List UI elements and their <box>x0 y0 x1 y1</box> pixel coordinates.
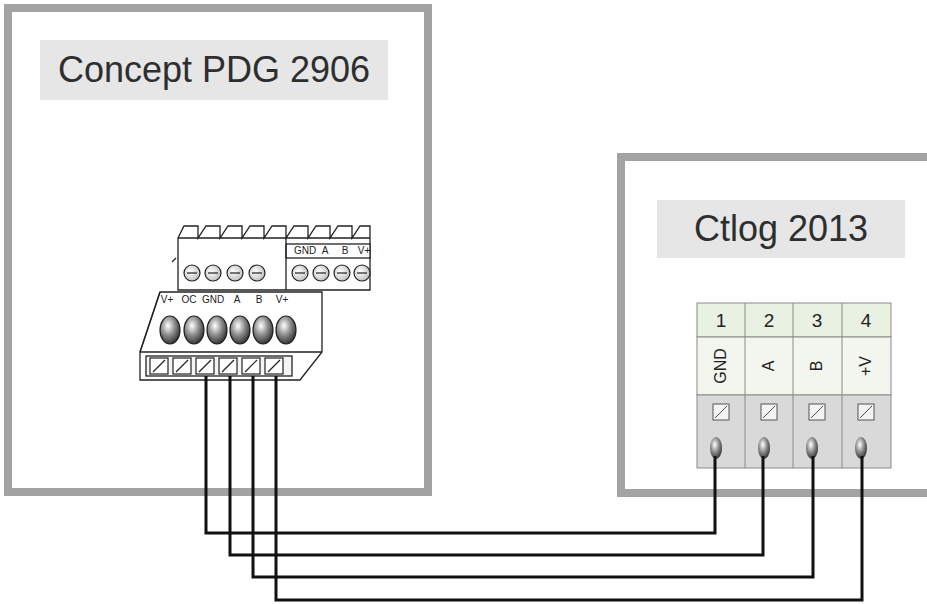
clamp-slot <box>196 358 214 374</box>
pin-label: B <box>256 295 263 305</box>
clamp-stroke <box>222 360 234 372</box>
clamp-slot <box>173 358 191 374</box>
terminal-screw <box>713 404 729 420</box>
pin-label: GND <box>202 295 224 305</box>
clamp-slot <box>219 358 237 374</box>
wire-stub <box>715 456 862 494</box>
device-title: Concept PDG 2906 <box>40 40 388 100</box>
wire-entry <box>160 316 180 344</box>
clamp-stroke <box>153 360 165 372</box>
screw-slot <box>316 272 326 273</box>
clamp-stroke <box>268 360 280 372</box>
terminal-screw <box>858 404 874 420</box>
pin-label: B <box>342 246 349 256</box>
screw-slot <box>230 272 240 273</box>
screw-head <box>313 265 329 281</box>
signal-name: GND <box>713 348 729 384</box>
signal-wire <box>276 488 862 600</box>
clamp-stroke <box>176 360 188 372</box>
wire-entry <box>184 316 204 344</box>
clamp-stroke <box>199 360 211 372</box>
terminal-number: 4 <box>861 311 872 330</box>
terminal-screw <box>809 404 825 420</box>
screw-slot <box>357 272 367 273</box>
lower-plug <box>140 292 322 380</box>
screw-head <box>249 265 265 281</box>
pin-label: V+ <box>276 295 289 305</box>
screw-slot <box>715 406 727 418</box>
screw-slot <box>295 272 305 273</box>
screw-slot <box>337 272 347 273</box>
wire-entry <box>758 437 770 459</box>
device-title: Ctlog 2013 <box>657 200 905 258</box>
wire-entry <box>855 437 867 459</box>
screw-slot <box>252 272 262 273</box>
signal-name: +V <box>858 356 874 376</box>
terminal-number: 2 <box>764 311 775 330</box>
screw-head <box>205 265 221 281</box>
wire-entry <box>806 437 818 459</box>
screw-head <box>354 265 370 281</box>
clamp-stroke <box>245 360 257 372</box>
screw-slot <box>763 406 775 418</box>
screw-slot <box>208 272 218 273</box>
wire-entry <box>230 316 250 344</box>
screw-slot <box>811 406 823 418</box>
pin-label: V+ <box>161 295 174 305</box>
signal-wire <box>230 488 763 555</box>
signal-name: B <box>809 361 825 372</box>
pin-label: A <box>234 295 241 305</box>
screw-slot <box>187 272 197 273</box>
pin-label: A <box>322 246 329 256</box>
screw-head <box>227 265 243 281</box>
terminal-number: 1 <box>716 311 727 330</box>
terminal-block <box>697 303 891 468</box>
clamp-slot <box>265 358 283 374</box>
clamp-slot <box>150 358 168 374</box>
wire-entry <box>207 316 227 344</box>
screw-head <box>334 265 350 281</box>
title-text: Concept PDG 2906 <box>58 52 370 88</box>
signal-name: A <box>761 361 777 372</box>
screw-slot <box>860 406 872 418</box>
upper-plug <box>172 226 370 290</box>
clamp-slot <box>242 358 260 374</box>
wire-entry <box>710 437 722 459</box>
terminal-number: 3 <box>812 311 823 330</box>
terminal-screw <box>761 404 777 420</box>
screw-head <box>184 265 200 281</box>
pin-label: V+ <box>358 246 371 256</box>
wire-stub <box>206 376 276 494</box>
title-text: Ctlog 2013 <box>694 211 868 247</box>
pin-label: OC <box>182 295 197 305</box>
screw-head <box>292 265 308 281</box>
signal-wire <box>253 488 813 577</box>
pin-label: GND <box>294 246 316 256</box>
wire-entry <box>276 316 296 344</box>
wire-entry <box>253 316 273 344</box>
